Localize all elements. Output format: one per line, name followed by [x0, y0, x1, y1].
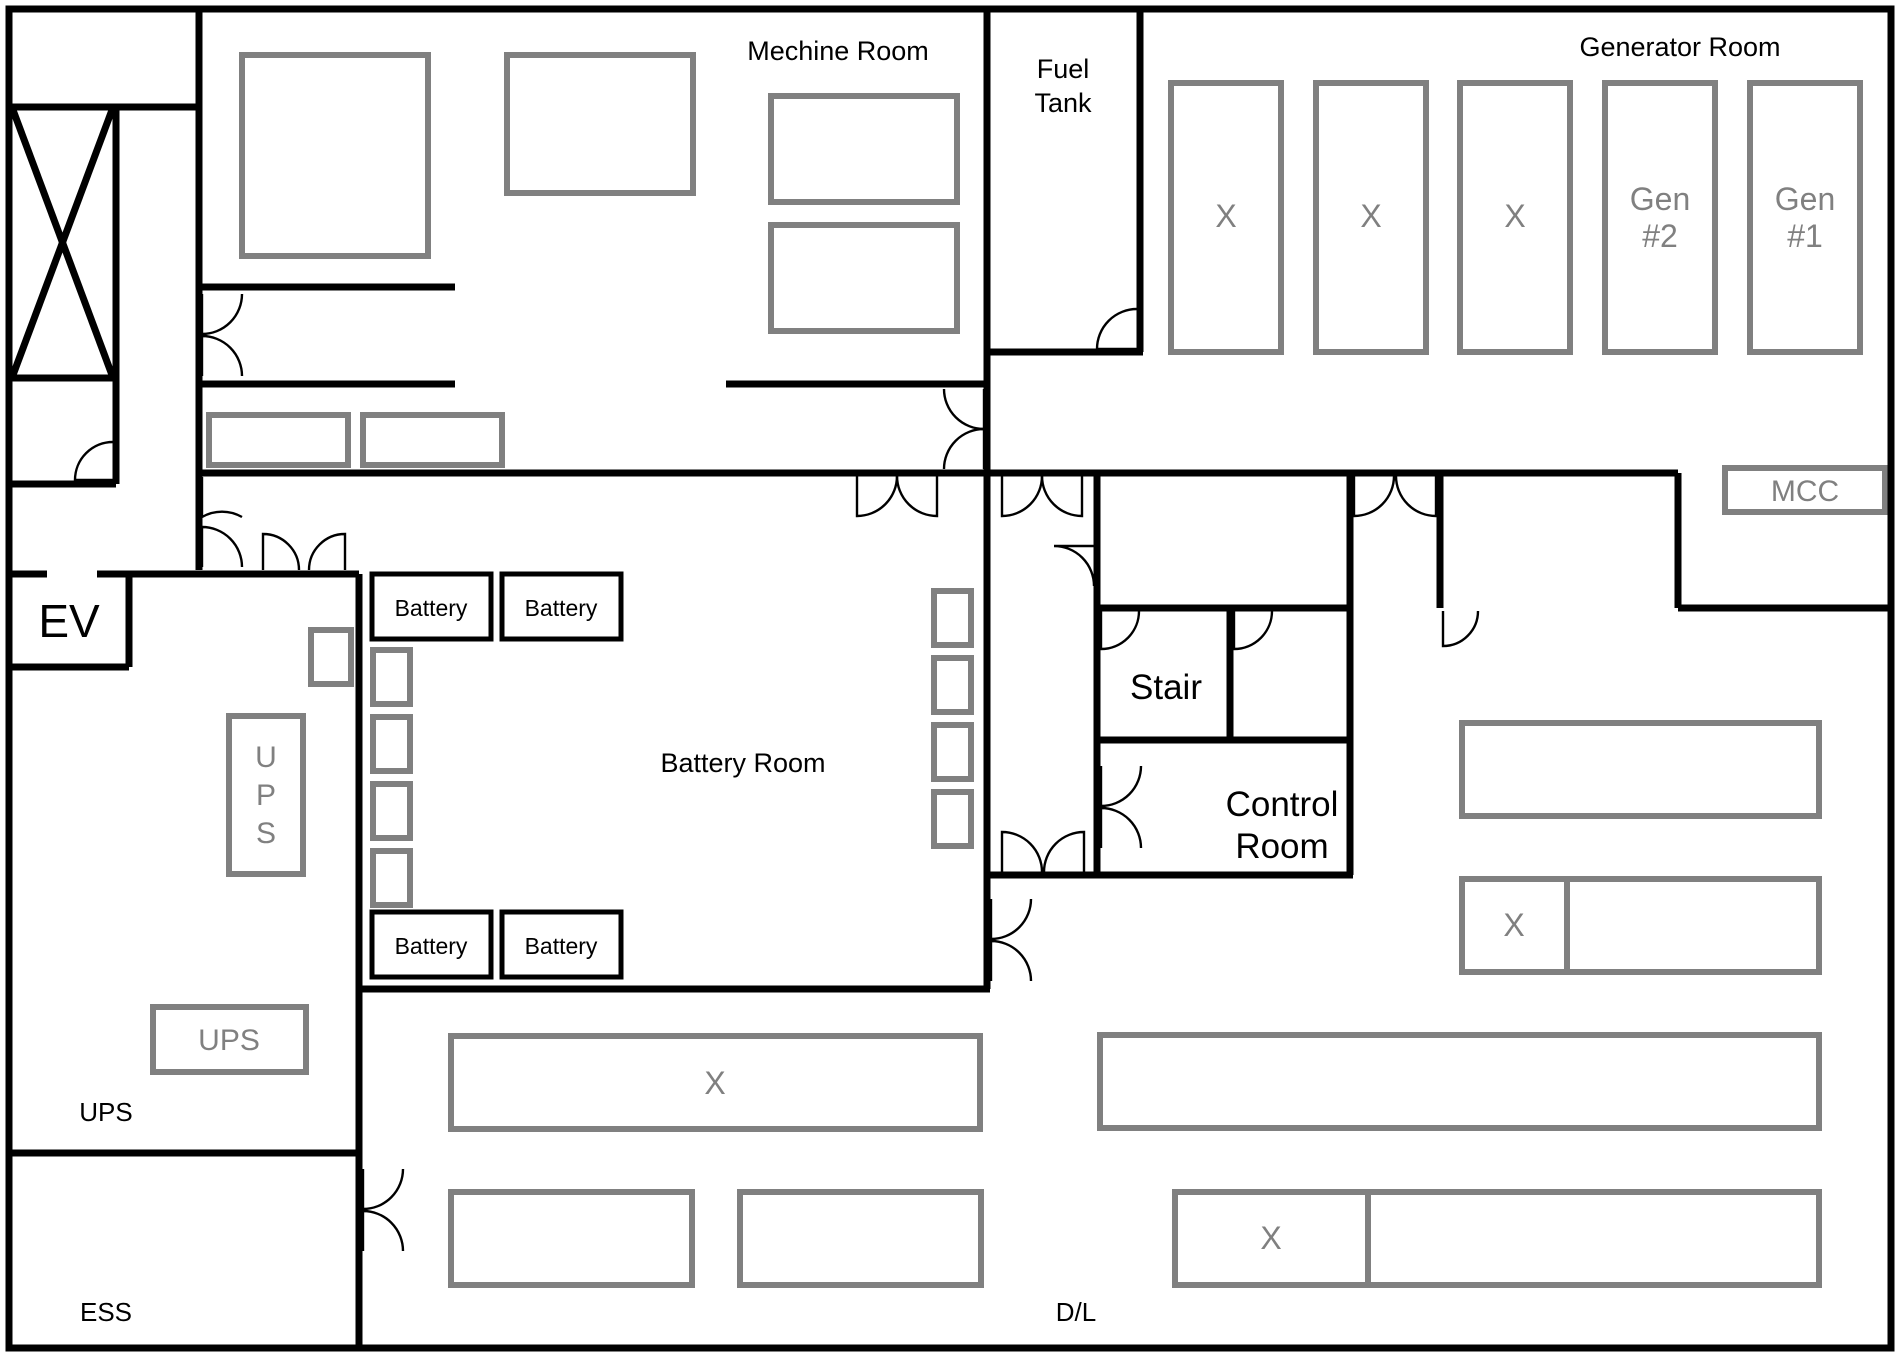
- battery-rack-left-2: [370, 714, 413, 774]
- generator-2: [1602, 80, 1718, 355]
- control-room-label-line2: Room: [1235, 827, 1328, 866]
- equipment-layer: [150, 52, 1888, 1288]
- walls: [5, 5, 1895, 1352]
- dl-unit-4: [1097, 1032, 1822, 1131]
- generator-1-label-line2: #1: [1787, 218, 1823, 254]
- battery-room-label: Battery Room: [660, 748, 825, 778]
- generator-room-label: Generator Room: [1579, 32, 1780, 62]
- generator-slot-2: [1313, 80, 1429, 355]
- battery-rack-left-1: [370, 647, 413, 707]
- dl-unit-3: [737, 1189, 984, 1288]
- ess-room-label: ESS: [80, 1297, 132, 1327]
- battery-unit-3-label: Battery: [395, 933, 468, 959]
- dl-unit-5-mark: X: [1260, 1220, 1281, 1256]
- dl-unit-7: [1459, 876, 1822, 975]
- machine-unit-2: [504, 52, 696, 196]
- machine-unit-1: [239, 52, 431, 259]
- battery-rack-left-3: [370, 781, 413, 841]
- generator-1-label-line1: Gen: [1775, 181, 1835, 217]
- ups-horizontal-label: UPS: [198, 1024, 260, 1057]
- ups-vertical-label-s: S: [256, 817, 276, 850]
- battery-units: [369, 571, 624, 980]
- machine-room-label: Mechine Room: [747, 36, 929, 66]
- room-labels: Mechine Room Fuel Tank Generator Room Ba…: [38, 32, 1780, 1327]
- generator-slot-2-mark: X: [1360, 198, 1381, 234]
- battery-rack-right-3: [931, 722, 974, 782]
- battery-rack-left-4: [370, 848, 413, 908]
- generator-1: [1747, 80, 1863, 355]
- generator-2-label-line1: Gen: [1630, 181, 1690, 217]
- machine-unit-6: [360, 412, 505, 468]
- battery-unit-4: [499, 909, 624, 980]
- battery-unit-2-label: Battery: [525, 595, 598, 621]
- machine-unit-5: [206, 412, 351, 468]
- battery-unit-2: [499, 571, 624, 642]
- battery-unit-3: [369, 909, 494, 980]
- ev-label: EV: [38, 595, 100, 647]
- dl-unit-5: [1172, 1189, 1822, 1288]
- outer-wall: [5, 5, 1895, 1352]
- generator-slot-1: [1168, 80, 1284, 355]
- battery-unit-1-label: Battery: [395, 595, 468, 621]
- control-room-label-line1: Control: [1226, 785, 1339, 824]
- battery-rack-right-2: [931, 655, 974, 715]
- generator-slot-1-mark: X: [1215, 198, 1236, 234]
- fuel-tank-label-line1: Fuel: [1037, 54, 1090, 84]
- ups-room-label: UPS: [79, 1097, 132, 1127]
- battery-unit-4-label: Battery: [525, 933, 598, 959]
- door-swing-icon: [73, 293, 1480, 1252]
- machine-unit-4: [768, 222, 960, 334]
- machine-unit-3: [768, 93, 960, 205]
- ups-unit-vertical: [226, 713, 306, 877]
- dl-unit-6: [1459, 720, 1822, 819]
- ups-small-box: [308, 627, 354, 687]
- battery-rack-right-1: [931, 588, 974, 648]
- generator-slot-3: [1457, 80, 1573, 355]
- dl-unit-1-mark: X: [704, 1065, 725, 1101]
- fuel-tank-label-line2: Tank: [1034, 88, 1092, 118]
- battery-rack-right-4: [931, 789, 974, 849]
- dl-unit-2: [448, 1189, 695, 1288]
- shaft-cross-icon: [9, 108, 116, 377]
- dl-unit-1: [448, 1033, 983, 1132]
- dl-area-label: D/L: [1056, 1297, 1096, 1327]
- ups-vertical-label-p: P: [256, 779, 276, 812]
- ups-unit-horizontal: [150, 1004, 309, 1075]
- equipment-labels: X X X Gen #2 Gen #1 MCC Battery Battery …: [198, 181, 1839, 1256]
- ups-vertical-label-u: U: [255, 741, 277, 774]
- mcc-panel: [1722, 465, 1888, 515]
- dl-unit-7-mark: X: [1503, 907, 1524, 943]
- stair-label: Stair: [1130, 668, 1202, 707]
- generator-2-label-line2: #2: [1642, 218, 1678, 254]
- generator-slot-3-mark: X: [1504, 198, 1525, 234]
- mcc-label: MCC: [1771, 475, 1839, 508]
- battery-unit-1: [369, 571, 494, 642]
